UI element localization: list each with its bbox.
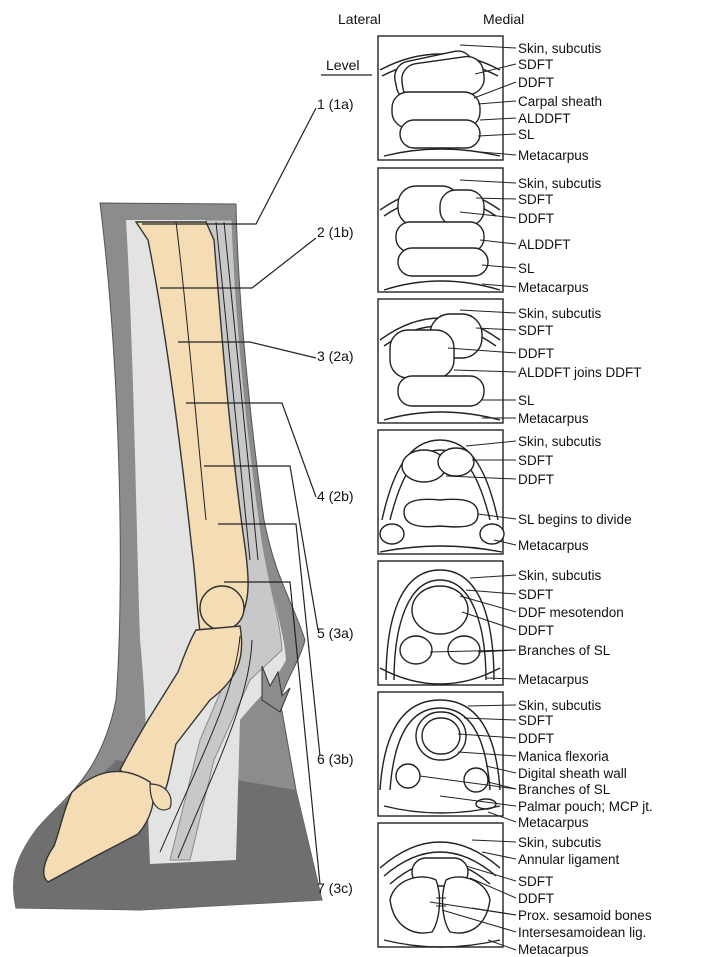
panel-6-label-7: Palmar pouch; MCP jt. xyxy=(518,799,653,814)
panel-4-label-2: SDFT xyxy=(518,453,553,468)
cross-section-panel-1 xyxy=(378,36,503,160)
panel-2-label-6: Metacarpus xyxy=(518,280,589,295)
level-header: Level xyxy=(326,57,359,73)
panel-3-label-2: SDFT xyxy=(518,323,553,338)
panel-6-label-1: Skin, subcutis xyxy=(518,698,602,713)
level-1-label: 1 (1a) xyxy=(317,96,354,112)
panel-1-label-5: ALDDFT xyxy=(518,111,571,126)
panel-3-label-4: ALDDFT joins DDFT xyxy=(518,365,642,380)
level-4-label: 4 (2b) xyxy=(317,488,354,504)
panel-1-label-7: Metacarpus xyxy=(518,148,589,163)
panel-5-label-6: Metacarpus xyxy=(518,672,589,687)
panel-5-label-5: Branches of SL xyxy=(518,643,611,658)
structure-labels: Skin, subcutis SDFT DDFT Carpal sheath A… xyxy=(518,41,653,957)
panel-3-label-5: SL xyxy=(518,393,535,408)
medial-header: Medial xyxy=(483,11,524,27)
panel-5-label-1: Skin, subcutis xyxy=(518,568,602,583)
panel-7-label-7: Metacarpus xyxy=(518,942,589,957)
panel-5-label-3: DDF mesotendon xyxy=(518,605,624,620)
panel-3-label-1: Skin, subcutis xyxy=(518,306,602,321)
panel-5-label-2: SDFT xyxy=(518,587,553,602)
panel-3-label-6: Metacarpus xyxy=(518,411,589,426)
cross-section-panel-5 xyxy=(378,561,503,685)
cross-section-panel-4 xyxy=(378,430,504,554)
panel-1-label-4: Carpal sheath xyxy=(518,94,602,109)
panel-2-label-5: SL xyxy=(518,261,535,276)
level-2-label: 2 (1b) xyxy=(317,224,354,240)
cross-section-panel-3 xyxy=(378,299,503,423)
panel-4-label-5: Metacarpus xyxy=(518,538,589,553)
panel-6-label-6: Branches of SL xyxy=(518,782,611,797)
panel-7-label-1: Skin, subcutis xyxy=(518,835,602,850)
level-5-label: 5 (3a) xyxy=(317,625,354,641)
panel-6-label-8: Metacarpus xyxy=(518,815,589,830)
panel-7-label-2: Annular ligament xyxy=(518,852,620,867)
cross-section-panel-2 xyxy=(378,168,503,292)
level-7-label: 7 (3c) xyxy=(317,880,353,896)
panel-6-label-2: SDFT xyxy=(518,713,553,728)
distal-limb-illustration xyxy=(13,203,322,910)
panel-4-label-4: SL begins to divide xyxy=(518,512,632,527)
panel-1-label-3: DDFT xyxy=(518,75,554,90)
panel-2-label-4: ALDDFT xyxy=(518,237,571,252)
panel-7-label-6: Intersesamoidean lig. xyxy=(518,925,646,940)
panel-7-label-4: DDFT xyxy=(518,891,554,906)
panel-6-label-5: Digital sheath wall xyxy=(518,766,627,781)
panel-6-label-4: Manica flexoria xyxy=(518,749,609,764)
panel-3-label-3: DDFT xyxy=(518,346,554,361)
panel-5-label-4: DDFT xyxy=(518,623,554,638)
panel-1-label-6: SL xyxy=(518,127,535,142)
panel-4-label-3: DDFT xyxy=(518,472,554,487)
panel-1-label-2: SDFT xyxy=(518,57,553,72)
level-6-label: 6 (3b) xyxy=(317,751,354,767)
panel-7-label-3: SDFT xyxy=(518,874,553,889)
lateral-header: Lateral xyxy=(338,11,381,27)
panel-2-label-1: Skin, subcutis xyxy=(518,176,602,191)
panel-1-label-1: Skin, subcutis xyxy=(518,41,602,56)
panel-2-label-3: DDFT xyxy=(518,211,554,226)
cross-section-panel-7 xyxy=(378,823,503,947)
panel-4-label-1: Skin, subcutis xyxy=(518,434,602,449)
panel-2-label-2: SDFT xyxy=(518,192,553,207)
sesamoid-bone xyxy=(200,586,244,630)
panel-7-label-5: Prox. sesamoid bones xyxy=(518,908,652,923)
panel-6-label-3: DDFT xyxy=(518,731,554,746)
level-3-label: 3 (2a) xyxy=(317,348,354,364)
